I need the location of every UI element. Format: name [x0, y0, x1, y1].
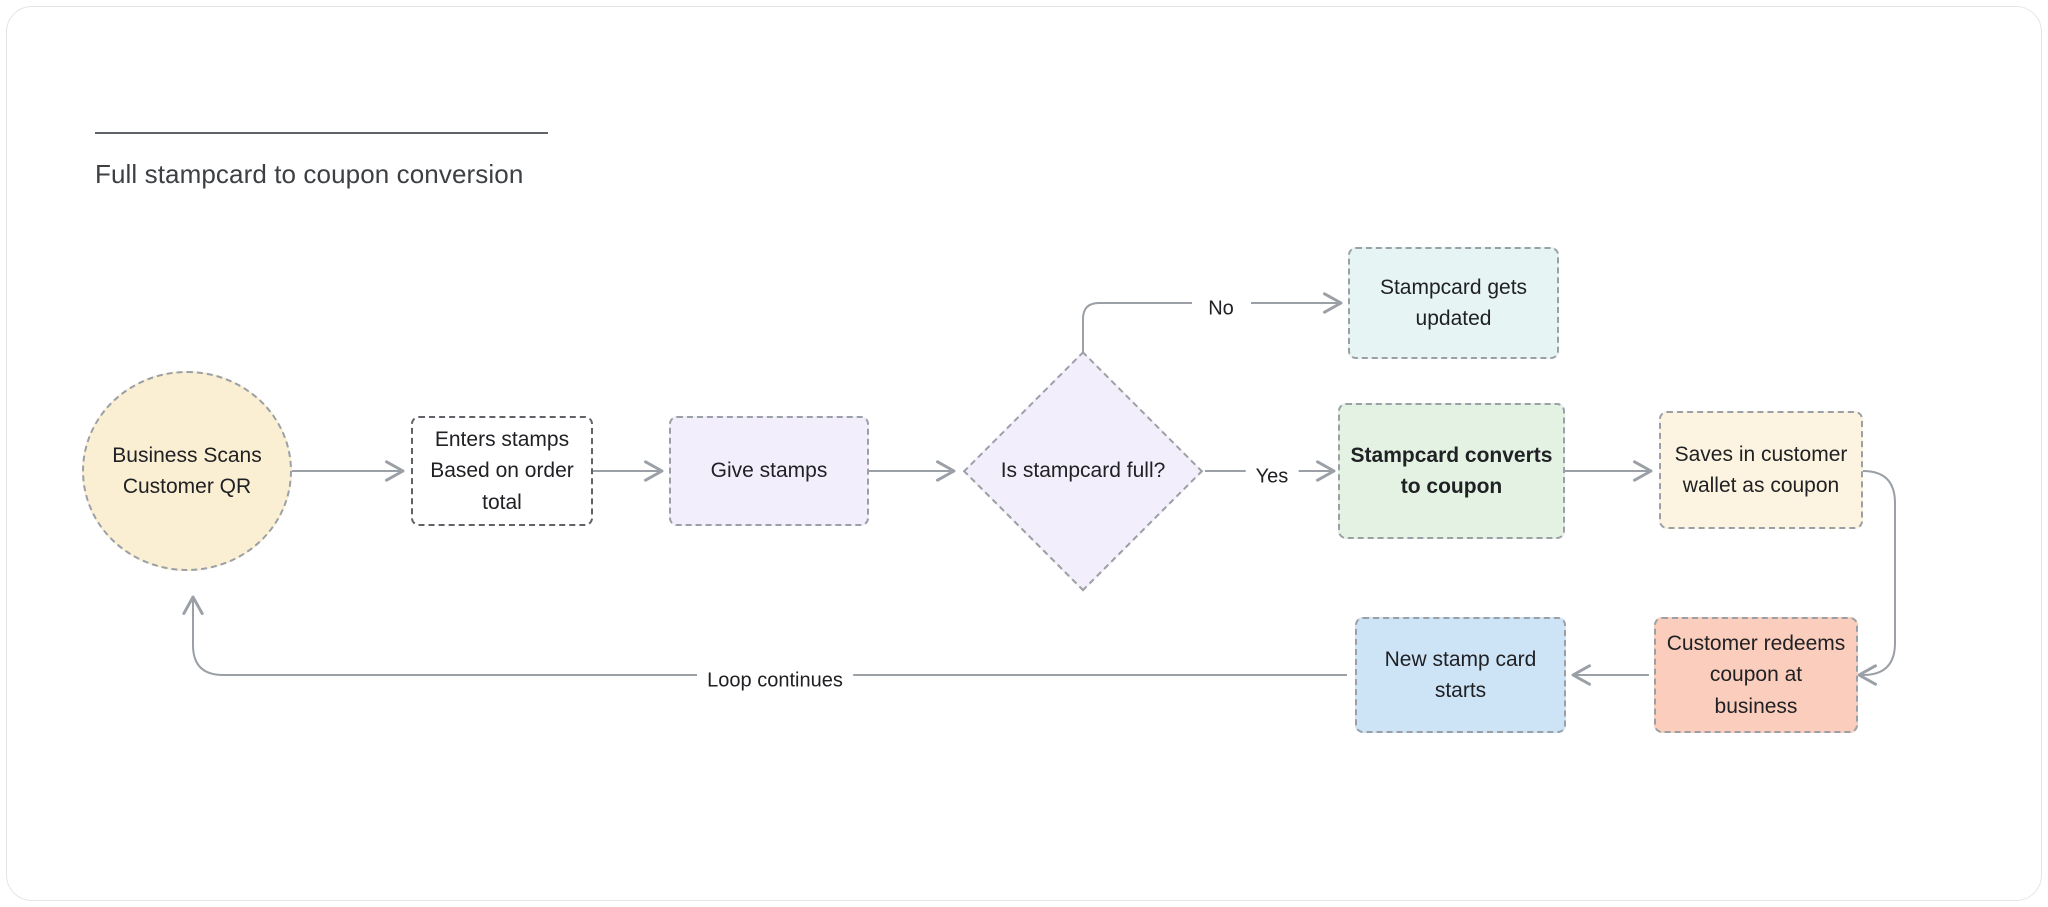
node-label-line1: Business Scans [112, 443, 262, 467]
diagram-canvas: Full stampcard to coupon conversion [6, 6, 2042, 901]
node-business-scans-customer-qr[interactable]: Business Scans Customer QR [82, 371, 292, 571]
node-customer-redeems-coupon[interactable]: Customer redeems coupon at business [1654, 617, 1858, 733]
node-label-line1: Stampcard converts [1350, 443, 1553, 467]
node-label-line2: Based on order [430, 459, 574, 483]
node-label-line2: stampcard [1022, 459, 1121, 483]
node-label-line2: updated [1415, 307, 1492, 330]
edge-label-no: No [1198, 297, 1244, 321]
node-label-line3: total [482, 490, 522, 514]
node-label-line3: full? [1126, 459, 1166, 483]
node-label-line2: coupon at business [1709, 663, 1803, 718]
node-label-line1: New stamp card [1384, 647, 1537, 671]
node-label-line2: starts [1434, 679, 1487, 702]
node-label-line2: Customer QR [122, 475, 252, 498]
node-label-line1: Saves in customer [1674, 442, 1848, 466]
node-new-stamp-card-starts[interactable]: New stamp card starts [1355, 617, 1566, 733]
node-label-line1: Is [1000, 459, 1018, 483]
diamond-label: Is stampcard full? [1001, 455, 1166, 487]
node-saves-in-customer-wallet[interactable]: Saves in customer wallet as coupon [1659, 411, 1863, 529]
edge-label-loop-continues: Loop continues [697, 669, 853, 693]
node-label-line1: Stampcard gets [1379, 275, 1528, 299]
edge-saves-to-redeems [1857, 470, 1896, 686]
node-stampcard-converts-to-coupon[interactable]: Stampcard converts to coupon [1338, 403, 1565, 539]
node-enters-stamps[interactable]: Enters stamps Based on order total [411, 416, 593, 526]
node-stampcard-gets-updated[interactable]: Stampcard gets updated [1348, 247, 1559, 359]
node-give-stamps[interactable]: Give stamps [669, 416, 869, 526]
title-divider [95, 132, 548, 134]
page-title: Full stampcard to coupon conversion [95, 159, 524, 189]
node-is-stampcard-full[interactable]: Is stampcard full? [963, 351, 1203, 591]
edge-loop-back-to-scan [182, 595, 697, 676]
node-label-line2: to coupon [1400, 475, 1503, 498]
node-label-line2: wallet as coupon [1682, 474, 1840, 497]
node-label-line1: Customer redeems [1666, 631, 1846, 655]
node-label-line1: Enters stamps [434, 427, 570, 451]
edge-label-yes: Yes [1245, 465, 1299, 489]
node-label-line1: Give stamps [710, 459, 828, 483]
